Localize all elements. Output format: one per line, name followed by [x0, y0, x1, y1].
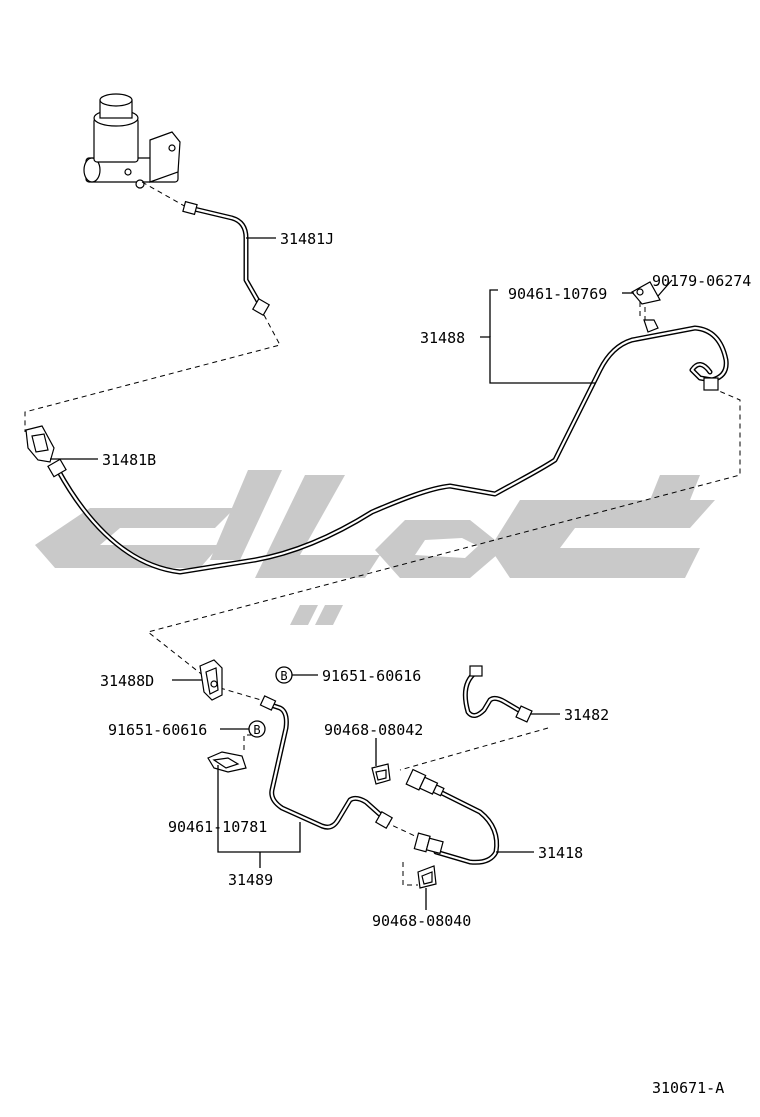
- label-91651-60616-top: 91651-60616: [322, 667, 421, 685]
- label-90468-08042: 90468-08042: [324, 721, 423, 739]
- dashed-connections: [24, 181, 741, 886]
- label-90468-08040: 90468-08040: [372, 912, 471, 930]
- bolt-marker-top-label: B: [280, 669, 287, 683]
- label-31488d: 31488D: [100, 672, 154, 690]
- label-31481b: 31481B: [102, 451, 156, 469]
- leader-lines: [50, 237, 673, 910]
- hose-31418: [405, 768, 500, 865]
- bracket-31481b: [25, 425, 55, 463]
- label-31481j: 31481J: [280, 230, 334, 248]
- bolt-marker-left-label: B: [253, 723, 260, 737]
- bracket-31488d: [199, 659, 223, 701]
- master-cylinder: [83, 93, 181, 189]
- bolt-marker-left: B: [248, 720, 266, 738]
- label-31418: 31418: [538, 844, 583, 862]
- label-31488: 31488: [420, 329, 465, 347]
- pipe-31481j: [182, 200, 271, 317]
- figure-id: 310671-A: [652, 1079, 724, 1097]
- pipe-31488: [47, 325, 729, 575]
- clip-90468-08042: [371, 763, 391, 785]
- label-90461-10781: 90461-10781: [168, 818, 267, 836]
- label-90461-10769: 90461-10769: [508, 285, 607, 303]
- label-90179-06274: 90179-06274: [652, 272, 751, 290]
- pipe-31482: [462, 665, 533, 723]
- callout-labels: 31481J 90461-10769 90179-06274 31488 314…: [100, 230, 751, 1097]
- label-91651-60616-left: 91651-60616: [108, 721, 207, 739]
- label-31489: 31489: [228, 871, 273, 889]
- clip-90468-08040: [417, 865, 437, 889]
- watermark-logo: [35, 470, 715, 625]
- clip-90461-10769: [631, 281, 661, 305]
- label-31482: 31482: [564, 706, 609, 724]
- bolt-marker-top: B: [275, 666, 293, 684]
- pipe-31489: [259, 695, 394, 830]
- clip-90461-10781: [207, 751, 247, 773]
- nut-90179-06274: [643, 319, 659, 333]
